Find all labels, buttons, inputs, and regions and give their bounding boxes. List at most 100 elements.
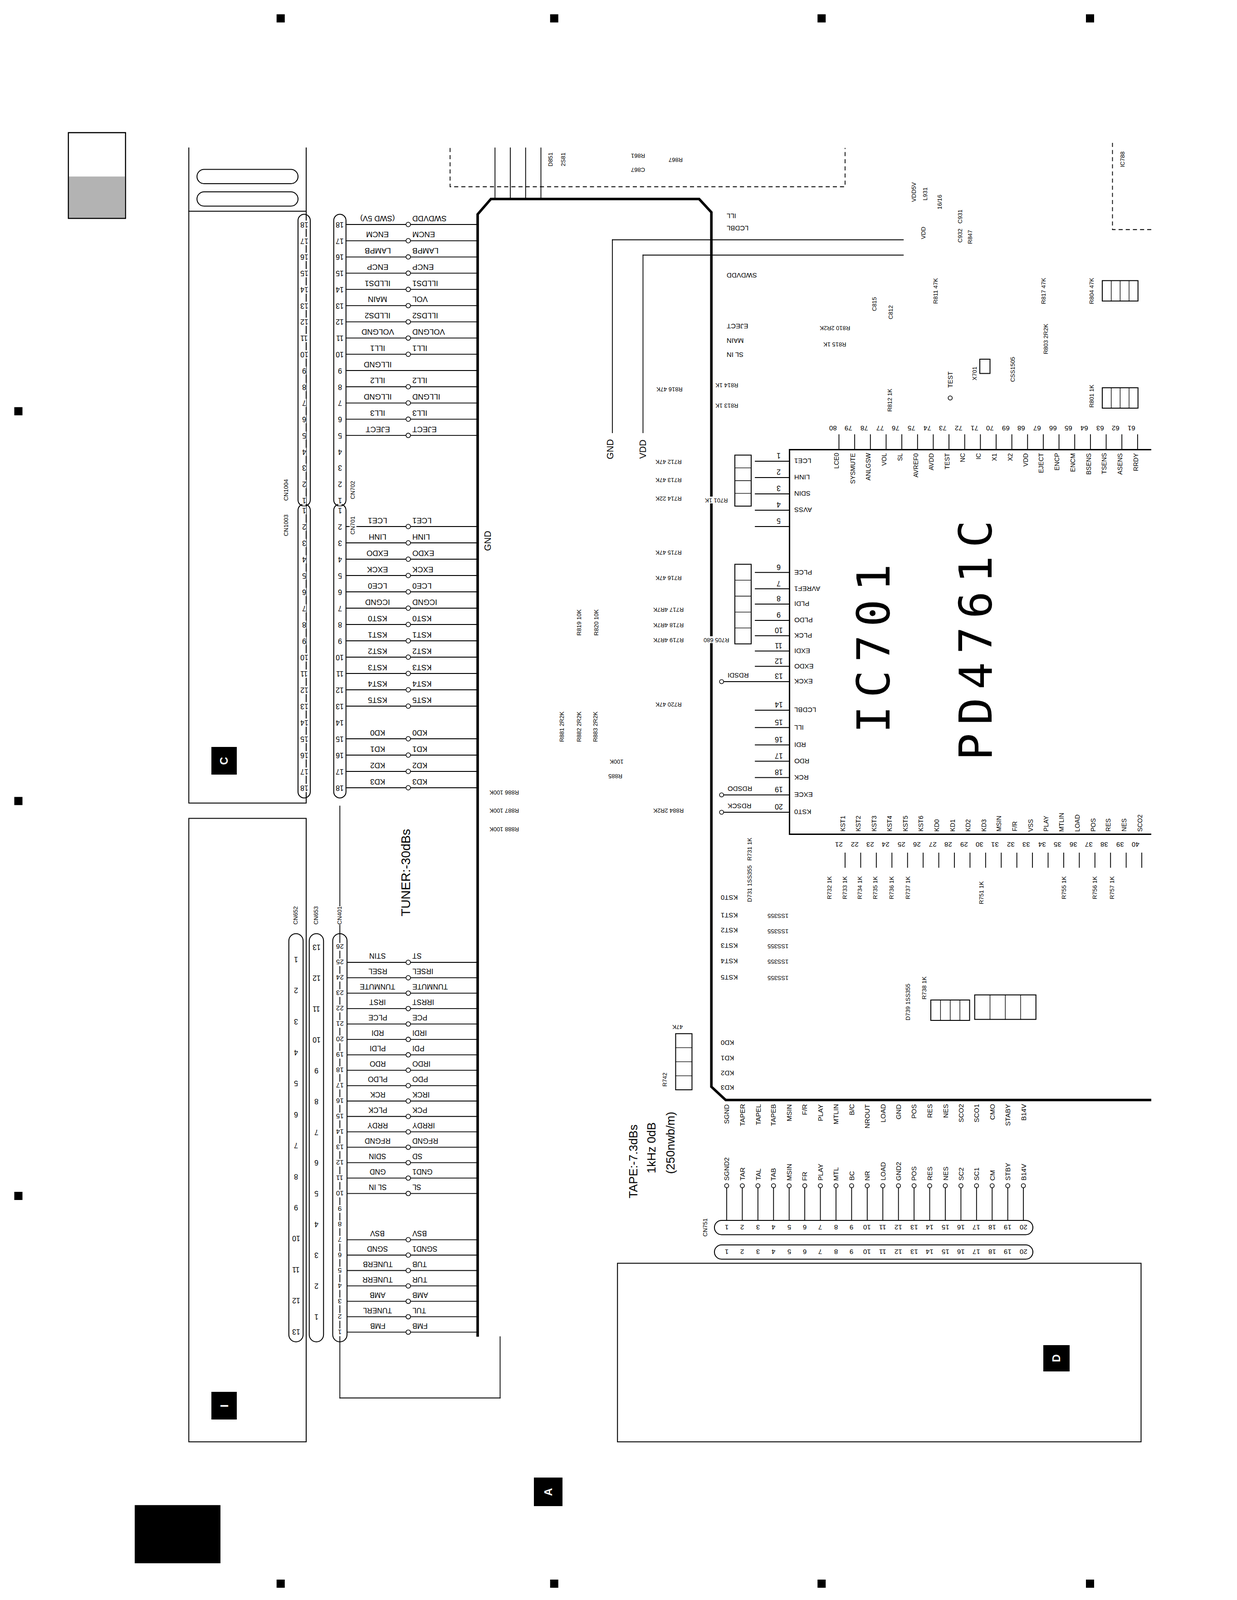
board-tag: A: [533, 1477, 563, 1507]
wire: [953, 853, 955, 868]
component-ref: R756 1K: [1091, 876, 1099, 900]
connector-oval: [332, 933, 348, 1343]
signal-name: ENCM: [412, 229, 436, 239]
pin-number: 8: [293, 1172, 299, 1181]
signal-name: KD3: [412, 777, 428, 787]
wire: [1121, 435, 1123, 450]
pin-name: KST2: [855, 816, 863, 832]
wire: [347, 1239, 478, 1241]
signal-name: MTLIN: [831, 1104, 840, 1125]
component-ref: R714 22K: [655, 494, 682, 502]
pin-number: 7: [302, 398, 307, 407]
resistor-array: [675, 1047, 693, 1049]
signal-name: KST2: [412, 646, 432, 656]
pin-name: AVDD: [927, 453, 935, 471]
wire: [755, 460, 789, 462]
pin-number: 39: [1116, 840, 1125, 849]
component-ref: D851: [547, 151, 555, 167]
pin-number: 21: [835, 840, 843, 849]
pin-number: 9: [314, 1066, 319, 1075]
board-edge: [305, 147, 307, 212]
pin-number: 5: [337, 1266, 342, 1275]
pin-number: 12: [292, 1296, 301, 1305]
terminal-circle: [405, 975, 411, 981]
component-ref: R716 47K: [655, 574, 682, 582]
pin-number: 6: [293, 1110, 299, 1119]
signal-name: GND: [605, 439, 616, 460]
pin-name: MSIN: [995, 816, 1003, 832]
pin-number: 18: [774, 767, 783, 777]
resistor-array: [959, 1000, 960, 1021]
pin-number: 19: [336, 1051, 344, 1059]
signal-name: EJECT: [726, 322, 749, 331]
pin-number: 14: [774, 700, 783, 709]
pin-name: PLDO: [794, 616, 813, 625]
pin-number: 27: [928, 840, 937, 849]
pin-number: 9: [337, 1205, 342, 1213]
pin-name: KD3: [979, 819, 988, 832]
signal-name: RES: [925, 1104, 934, 1119]
component-ref: R803 2R2K: [1042, 323, 1050, 354]
pin-number: 1: [302, 506, 307, 515]
component-ref: R819 10K: [576, 609, 584, 636]
terminal-circle: [802, 1183, 807, 1189]
signal-name: VDD: [920, 226, 928, 239]
wire: [346, 542, 478, 544]
signal-name: ILLDS2: [364, 310, 391, 320]
pin-number: 13: [300, 702, 309, 711]
wire: [347, 1270, 478, 1272]
wire: [891, 853, 893, 868]
terminal-circle: [405, 1268, 411, 1274]
component-ref: 1SS355: [767, 927, 789, 935]
pin-name: PLAY: [1042, 816, 1050, 832]
board-outline: [188, 211, 307, 804]
terminal-circle: [724, 1183, 729, 1189]
wire: [347, 1147, 478, 1149]
wire: [346, 337, 478, 339]
component-ref: C812: [887, 305, 895, 320]
terminal-circle: [405, 400, 411, 406]
pin-number: 34: [1038, 840, 1047, 849]
signal-name: BSV: [412, 1229, 427, 1238]
wire: [804, 1188, 806, 1221]
signal-name: RFGND: [412, 1136, 439, 1145]
pin-number: 15: [941, 1223, 950, 1232]
terminal-circle: [405, 1176, 411, 1181]
component-ref: R734 1K: [856, 876, 864, 900]
resistor-array: [1110, 280, 1112, 302]
signal-name: IRRST: [412, 997, 435, 1007]
signal-name: KD0: [370, 728, 386, 738]
wire: [347, 1008, 478, 1010]
signal-name: VDD: [637, 439, 649, 459]
signal-name: VOLGND: [361, 327, 395, 337]
pin-number: 5: [302, 571, 307, 580]
component-ref: R888 100K: [489, 825, 519, 833]
signal-name: PCE: [412, 1013, 428, 1022]
wire: [755, 588, 789, 590]
terminal-circle: [405, 254, 411, 260]
signal-name: TAL: [753, 1168, 762, 1181]
pin-number: 9: [337, 366, 343, 375]
pin-number: 22: [336, 1004, 344, 1013]
pin-number: 65: [1064, 424, 1073, 433]
terminal-circle: [755, 1183, 760, 1189]
component-ref: X701: [971, 366, 978, 381]
pin-number: 30: [975, 840, 984, 849]
pin-name: LINH: [794, 473, 810, 482]
signal-name: PLDI: [369, 1044, 387, 1053]
pin-number: 9: [776, 610, 781, 619]
resistor-array: [1128, 280, 1130, 302]
pin-name: RCK: [794, 773, 809, 782]
wire: [347, 1193, 478, 1195]
wire: [346, 673, 478, 675]
pin-number: 10: [335, 350, 344, 359]
signal-name: KST1: [720, 911, 739, 920]
pin-number: 2: [302, 522, 307, 531]
registration-mark: [550, 14, 559, 23]
terminal-circle: [405, 1129, 411, 1135]
terminal-circle: [405, 671, 411, 676]
wire: [346, 418, 478, 420]
pin-number: 4: [776, 500, 781, 509]
wire: [643, 254, 904, 256]
wire: [985, 853, 987, 868]
